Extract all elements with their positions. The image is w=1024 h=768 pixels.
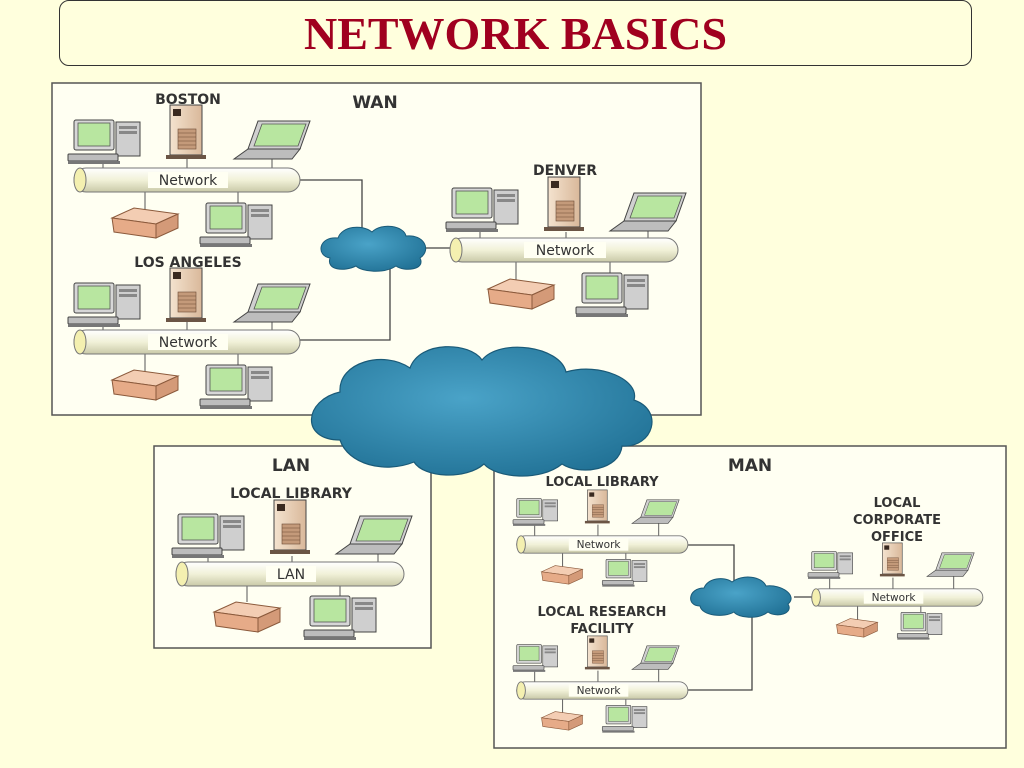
network-label: Network (577, 685, 622, 697)
site-label: BOSTON (155, 92, 221, 108)
server-tower (165, 267, 207, 323)
site-los-angeles: Network LOS ANGELES (67, 255, 311, 410)
wan-links (300, 179, 452, 341)
page-title: NETWORK BASICS (303, 8, 728, 59)
site-lan-local-library: LAN LOCAL LIBRARY (171, 486, 413, 641)
site-man-research-facility: Network (512, 635, 689, 733)
site-boston: Network BOSTON (67, 92, 311, 248)
man-cloud (690, 576, 792, 618)
site-denver: Network DENVER (445, 163, 687, 318)
site-man-corporate-office: Network (807, 542, 984, 640)
wan-small-cloud (320, 225, 427, 272)
network-label: Network (159, 335, 218, 351)
server-tower (269, 499, 311, 555)
site-label-line-2: CORPORATE (853, 513, 941, 528)
server-tower (879, 542, 906, 577)
server-tower (584, 489, 611, 524)
network-label: Network (872, 592, 917, 604)
network-bus: Network (73, 329, 301, 355)
site-label: LOCAL LIBRARY (545, 475, 659, 490)
big-cloud (311, 346, 653, 477)
man-heading: MAN (728, 456, 772, 476)
site-label: LOCAL LIBRARY (230, 486, 353, 502)
site-label-line-1: LOCAL RESEARCH (538, 605, 667, 620)
network-bus: Network (73, 167, 301, 193)
network-label: LAN (277, 567, 305, 583)
title-box: NETWORK BASICS (59, 0, 972, 66)
site-label: LOS ANGELES (134, 255, 241, 271)
site-man-local-library: Network (512, 489, 689, 587)
network-label: Network (577, 539, 622, 551)
network-bus: Network (449, 237, 679, 263)
wan-heading: WAN (352, 93, 397, 113)
server-tower (543, 176, 585, 232)
server-tower (165, 104, 207, 160)
site-label-line-3: OFFICE (871, 530, 923, 545)
network-label: Network (536, 243, 595, 259)
site-label: DENVER (533, 163, 597, 179)
lan-heading: LAN (272, 456, 310, 476)
network-bus: LAN (175, 561, 405, 587)
network-label: Network (159, 173, 218, 189)
site-label-line-2: FACILITY (570, 622, 634, 637)
man-links (686, 544, 812, 691)
server-tower (584, 635, 611, 670)
site-label-line-1: LOCAL (874, 496, 921, 511)
